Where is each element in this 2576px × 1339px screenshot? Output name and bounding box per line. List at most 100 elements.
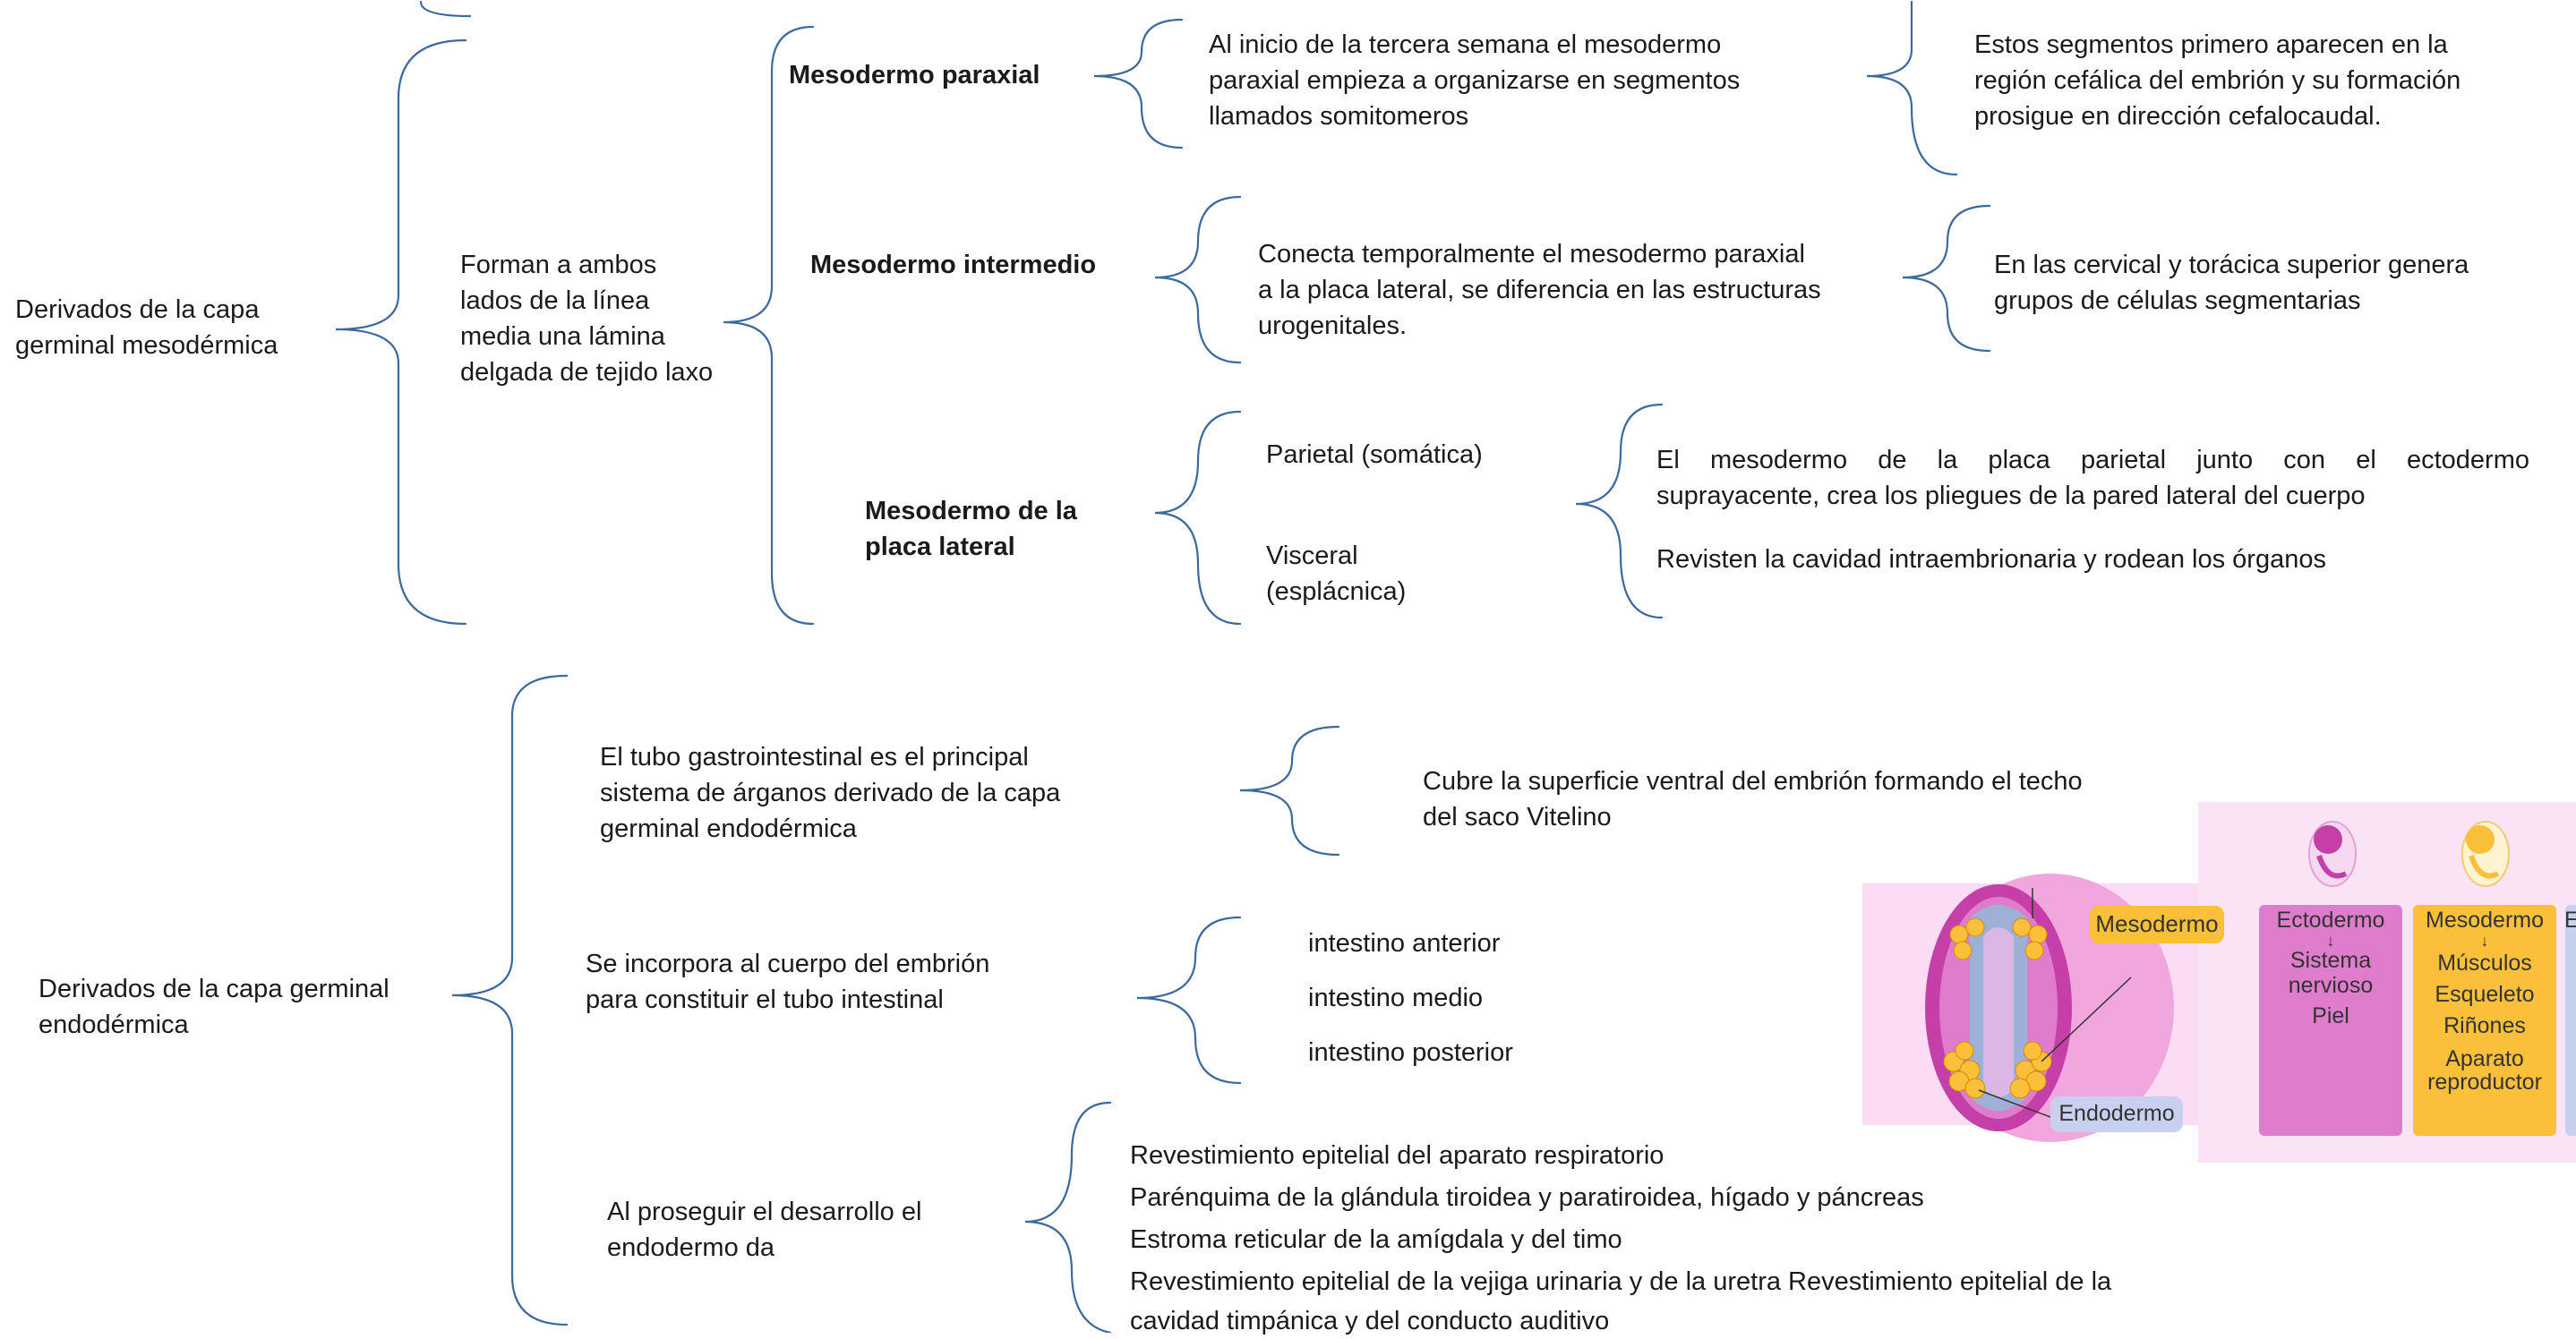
intermedio-detail-line: En las cervical y torácica superior gene… bbox=[1994, 251, 2469, 279]
ecto-item: Sistema bbox=[2289, 948, 2372, 973]
derivado-item: Estroma reticular de la amígdala y del t… bbox=[1130, 1225, 1622, 1254]
meso-item: Aparato bbox=[2445, 1046, 2524, 1071]
prosigue-line: Al proseguir el desarrollo el bbox=[607, 1198, 922, 1226]
meso-column-title: Mesodermo bbox=[2426, 908, 2544, 933]
meso-item: Esqueleto bbox=[2435, 982, 2535, 1007]
intestino-posterior: intestino posterior bbox=[1308, 1038, 1513, 1067]
brace-prosigue bbox=[1024, 1101, 1112, 1333]
tubo-line: sistema de árganos derivado de la capa bbox=[600, 779, 1061, 807]
endoderm-root-line: endodérmica bbox=[39, 1011, 189, 1039]
brace-forman bbox=[723, 25, 815, 626]
intermedio-detail-line: grupos de células segmentarias bbox=[1994, 286, 2361, 315]
tubo-line: germinal endodérmica bbox=[600, 814, 857, 843]
parietal-label: Parietal (somática) bbox=[1266, 440, 1483, 469]
paraxial-detail: Estos segmentos primero aparecen en la r… bbox=[1974, 27, 2460, 134]
brace-mesoderm-root bbox=[335, 38, 467, 626]
lateral-title-line: placa lateral bbox=[865, 533, 1015, 561]
brace-top-partial bbox=[419, 0, 472, 18]
paraxial-desc-line: paraxial empieza a organizarse en segmen… bbox=[1209, 66, 1741, 95]
lateral-detail-line: suprayacente, crea los pliegues de la pa… bbox=[1656, 482, 2366, 510]
mesoderm-root-label: Derivados de la capa germinal mesodérmic… bbox=[15, 292, 278, 363]
forman-line: delgada de tejido laxo bbox=[460, 358, 714, 387]
down-arrow-icon: ↓ bbox=[2326, 932, 2335, 950]
derivado-item: Revestimiento epitelial de la vejiga uri… bbox=[1130, 1267, 2112, 1296]
meso-column: Mesodermo ↓ Músculos Esqueleto Riñones A… bbox=[2413, 908, 2556, 1095]
lateral-title: Mesodermo de la placa lateral bbox=[865, 493, 1077, 565]
intestino-anterior: intestino anterior bbox=[1308, 929, 1501, 958]
meso-item: Riñones bbox=[2443, 1013, 2526, 1038]
brace-intermedio bbox=[1154, 195, 1242, 364]
paraxial-detail-line: región cefálica del embrión y su formaci… bbox=[1974, 66, 2461, 95]
derivado-item: cavidad timpánica y del conducto auditiv… bbox=[1130, 1307, 1610, 1335]
derivados-list: Revestimiento epitelial del aparato resp… bbox=[1130, 1135, 2111, 1339]
incorpora-line: Se incorpora al cuerpo del embrión bbox=[586, 950, 990, 978]
neural-tube-icon bbox=[1983, 927, 2014, 1097]
brace-paraxial bbox=[1093, 18, 1184, 149]
mesoderm-root-line: germinal mesodérmica bbox=[15, 331, 278, 360]
ecto-item: Piel bbox=[2312, 1003, 2349, 1028]
tubo-text: El tubo gastrointestinal es el principal… bbox=[600, 739, 1060, 847]
incorpora-line: para constituir el tubo intestinal bbox=[586, 985, 944, 1014]
forman-line: Forman a ambos bbox=[460, 251, 657, 279]
endodermo-label-bg bbox=[2050, 1096, 2183, 1132]
derivado-item: Revestimiento epitelial del aparato resp… bbox=[1130, 1141, 1665, 1170]
intermedio-desc-line: Conecta temporalmente el mesodermo parax… bbox=[1258, 240, 1805, 269]
visceral-label: Visceral (esplácnica) bbox=[1266, 538, 1406, 610]
prosigue-text: Al proseguir el desarrollo el endodermo … bbox=[607, 1194, 921, 1266]
ecto-item: nervioso bbox=[2288, 973, 2374, 998]
fig-endodermo-label: Endodermo bbox=[2058, 1101, 2175, 1126]
visceral-line: (esplácnica) bbox=[1266, 577, 1407, 606]
visceral-line: Visceral bbox=[1266, 542, 1358, 570]
intermedio-detail: En las cervical y torácica superior gene… bbox=[1994, 247, 2469, 319]
ecto-column-title: Ectodermo bbox=[2276, 908, 2385, 933]
forman-line: media una lámina bbox=[460, 322, 665, 351]
embryo-icon-ecto bbox=[2308, 821, 2357, 887]
brace-incorpora bbox=[1136, 916, 1242, 1085]
intermedio-desc-line: a la placa lateral, se diferencia en las… bbox=[1258, 276, 1821, 304]
tubo-detail-line: del saco Vitelino bbox=[1423, 803, 1612, 832]
prosigue-line: endodermo da bbox=[607, 1233, 775, 1262]
intestino-medio: intestino medio bbox=[1308, 984, 1484, 1012]
brace-endoderm-root bbox=[451, 674, 569, 1326]
intermedio-desc-line: urogenitales. bbox=[1258, 311, 1408, 340]
brace-tubo bbox=[1239, 725, 1340, 857]
intermedio-title: Mesodermo intermedio bbox=[810, 251, 1097, 279]
endoderm-root-line: Derivados de la capa germinal bbox=[39, 975, 389, 1003]
tubo-detail: Cubre la superficie ventral del embrión … bbox=[1423, 763, 2083, 835]
tubo-detail-line: Cubre la superficie ventral del embrión … bbox=[1423, 767, 2083, 796]
tubo-line: El tubo gastrointestinal es el principal bbox=[600, 743, 1029, 772]
germ-layer-figure: Mesodermo Endodermo Ectodermo ↓ Sistema … bbox=[1862, 802, 2576, 1163]
ecto-column-bg bbox=[2259, 905, 2402, 1136]
brace-paraxial-detail bbox=[1866, 0, 1958, 176]
lateral-detail-2: Revisten la cavidad intraembrionaria y r… bbox=[1656, 545, 2326, 574]
fig-mesodermo-label: Mesodermo bbox=[2095, 910, 2219, 937]
paraxial-title: Mesodermo paraxial bbox=[789, 61, 1040, 90]
endo-column-title: E bbox=[2564, 908, 2576, 933]
incorpora-text: Se incorpora al cuerpo del embrión para … bbox=[586, 946, 989, 1018]
down-arrow-icon: ↓ bbox=[2480, 932, 2489, 950]
brace-lateral bbox=[1154, 410, 1242, 626]
pointer-line bbox=[2041, 977, 2132, 1062]
paraxial-detail-line: prosigue en dirección cefalocaudal. bbox=[1974, 102, 2382, 131]
paraxial-desc-line: llamados somitomeros bbox=[1209, 102, 1469, 131]
pointer-line bbox=[1978, 1089, 2051, 1118]
forman-line: lados de la línea bbox=[460, 286, 650, 315]
intermedio-desc: Conecta temporalmente el mesodermo parax… bbox=[1258, 236, 1821, 344]
mesodermo-label-bg bbox=[2090, 906, 2224, 943]
derivado-item: Parénquima de la glándula tiroidea y par… bbox=[1130, 1183, 1924, 1212]
lateral-detail-1: El mesodermo de la placa parietal junto … bbox=[1656, 442, 2529, 514]
paraxial-detail-line: Estos segmentos primero aparecen en la bbox=[1974, 30, 2448, 59]
mesoderm-root-line: Derivados de la capa bbox=[15, 295, 260, 324]
lateral-title-line: Mesodermo de la bbox=[865, 497, 1077, 525]
endo-column-bg bbox=[2565, 905, 2576, 1136]
forman-text: Forman a ambos lados de la línea media u… bbox=[460, 247, 713, 390]
meso-item: Músculos bbox=[2437, 951, 2532, 976]
endoderm-root-label: Derivados de la capa germinal endodérmic… bbox=[39, 971, 389, 1043]
germ-layer-figure-art bbox=[1862, 802, 2576, 1163]
meso-item: reproductor bbox=[2427, 1070, 2542, 1095]
brace-lateral-detail bbox=[1575, 403, 1664, 619]
lateral-detail-line: El mesodermo de la placa parietal junto … bbox=[1656, 446, 2529, 474]
meso-column-bg bbox=[2413, 905, 2556, 1136]
ecto-column: Ectodermo ↓ Sistema nervioso Piel bbox=[2259, 908, 2402, 1034]
